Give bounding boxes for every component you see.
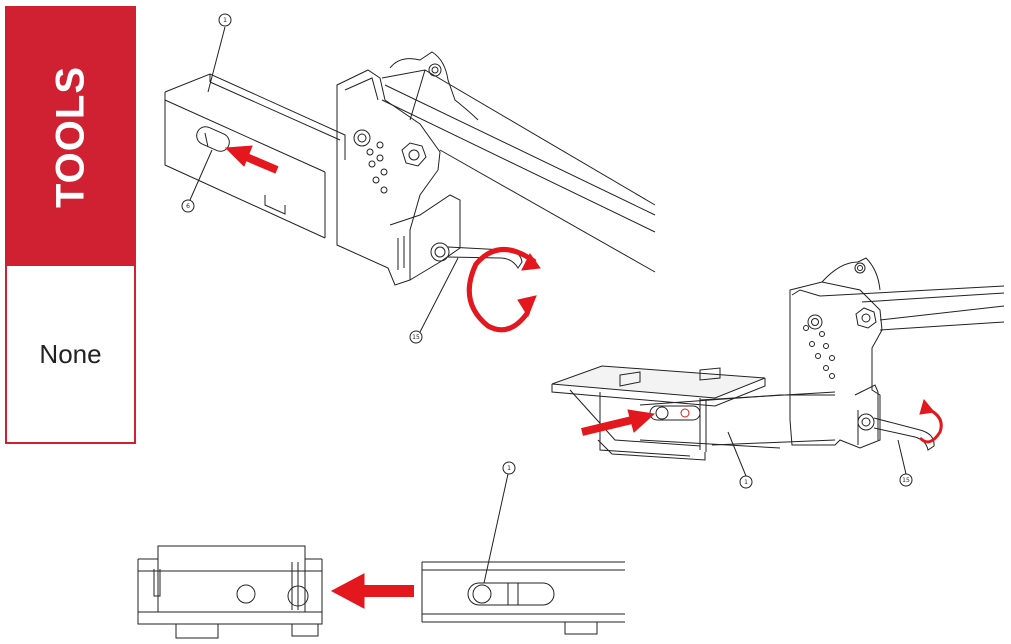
callout-label: 15 bbox=[902, 477, 910, 484]
callout-label: 1 bbox=[507, 465, 511, 472]
bottom-assembly-drawing: 1 bbox=[137, 461, 625, 639]
callout-label: 6 bbox=[186, 203, 190, 210]
right-assembly-drawing: 1 15 bbox=[551, 257, 1005, 489]
callout-label: 1 bbox=[223, 17, 227, 24]
tools-header: TOOLS bbox=[7, 8, 134, 266]
callout-label: 15 bbox=[412, 334, 420, 341]
tools-value: None bbox=[39, 338, 102, 369]
top-assembly-drawing: 1 6 15 bbox=[164, 13, 656, 344]
tools-panel: TOOLS None bbox=[5, 6, 136, 444]
callout-label: 1 bbox=[744, 479, 748, 486]
